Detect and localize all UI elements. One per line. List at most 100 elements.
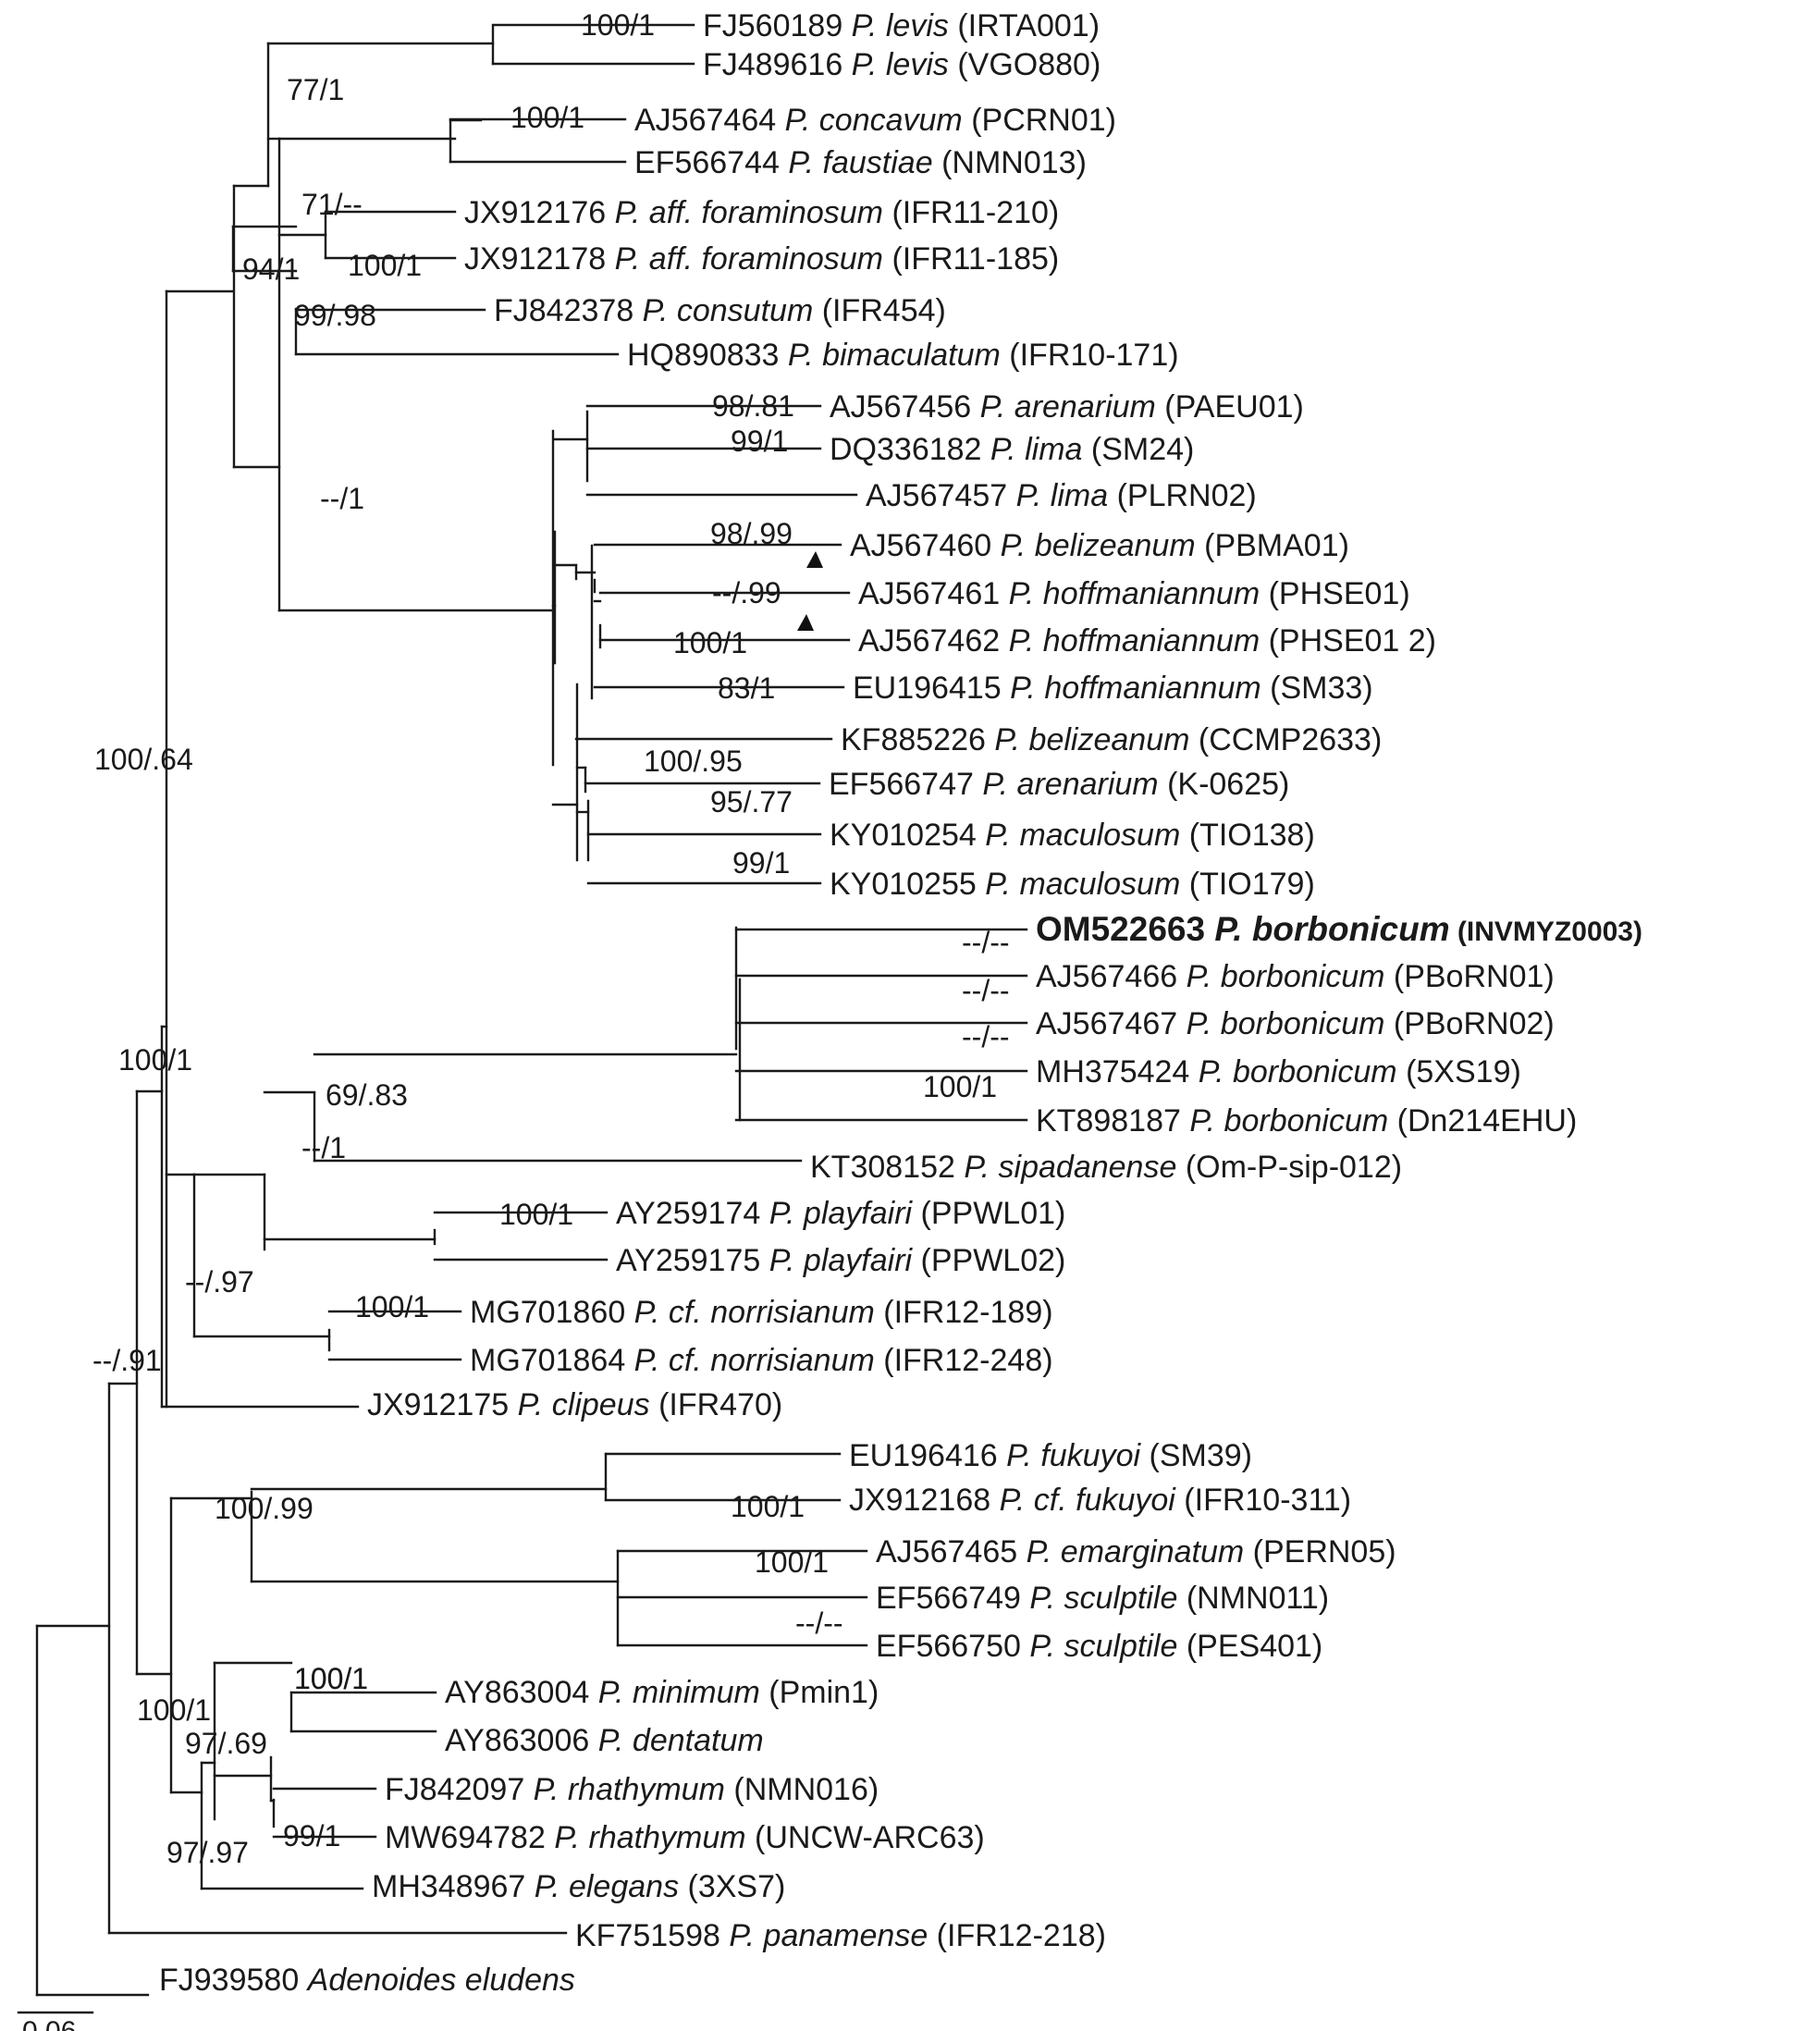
taxon-label: JX912178 P. aff. foraminosum (IFR11-185): [464, 241, 1059, 277]
taxon-accession: EF566749: [876, 1581, 1029, 1616]
tree-branches: [35, 23, 1028, 1997]
taxon-species: P. dentatum: [598, 1723, 764, 1758]
support-value: --/.91: [92, 1344, 162, 1377]
taxon-accession: AJ567466: [1036, 959, 1187, 994]
support-value: 71/--: [301, 188, 363, 221]
taxon-species: P. fukuyoi: [1006, 1438, 1141, 1473]
support-value: 100/1: [510, 101, 584, 134]
taxon-species: P. sipadanense: [964, 1150, 1176, 1185]
taxon-label: FJ939580 Adenoides eludens: [159, 1963, 575, 1998]
taxon-accession: AJ567467: [1036, 1006, 1187, 1041]
taxon-label: EU196415 P. hoffmaniannum (SM33): [853, 671, 1373, 706]
taxon-species: P. sculptile: [1029, 1581, 1177, 1616]
taxon-labels: FJ560189 P. levis (IRTA001)FJ489616 P. l…: [159, 8, 1642, 1998]
taxon-accession: FJ560189: [703, 8, 852, 43]
taxon-species: P. playfairi: [769, 1196, 914, 1231]
taxon-species: P. lima: [990, 432, 1083, 467]
taxon-label: KY010254 P. maculosum (TIO138): [830, 818, 1315, 853]
support-value: 100/1: [731, 1490, 805, 1523]
taxon-strain: (Om-P-sip-012): [1176, 1150, 1402, 1185]
taxon-label: DQ336182 P. lima (SM24): [830, 432, 1194, 467]
taxon-strain: (Pmin1): [760, 1675, 879, 1710]
taxon-strain: (NMN011): [1177, 1581, 1329, 1616]
taxon-species: P. concavum: [785, 103, 963, 138]
taxon-strain: (PBoRN01): [1384, 959, 1554, 994]
taxon-species: P. borbonicum: [1187, 959, 1385, 994]
taxon-label: MW694782 P. rhathymum (UNCW-ARC63): [385, 1820, 985, 1855]
support-value: --/--: [795, 1606, 843, 1640]
support-value: 99/1: [283, 1819, 340, 1853]
taxon-species: P. cf. fukuyoi: [1000, 1483, 1177, 1518]
taxon-label: AY863006 P. dentatum: [445, 1723, 764, 1758]
taxon-label: FJ489616 P. levis (VGO880): [703, 47, 1101, 82]
support-value: 97/.69: [185, 1727, 267, 1760]
taxon-strain: (PERN05): [1244, 1534, 1396, 1569]
taxon-species: P. belizeanum: [1001, 528, 1196, 563]
support-value: 98/.99: [710, 517, 793, 550]
support-value: 99/1: [731, 425, 788, 458]
taxon-species: P. hoffmaniannum: [1009, 576, 1260, 611]
taxon-accession: MH375424: [1036, 1054, 1199, 1089]
taxon-species: P. borbonicum: [1189, 1103, 1388, 1139]
taxon-label: EF566750 P. sculptile (PES401): [876, 1629, 1322, 1664]
taxon-strain: (IFR12-189): [875, 1295, 1053, 1330]
taxon-strain: (5XS19): [1397, 1054, 1521, 1089]
taxon-strain: (SM39): [1140, 1438, 1252, 1473]
taxon-species: P. maculosum: [985, 867, 1180, 902]
taxon-species: P. elegans: [535, 1869, 679, 1904]
taxon-label: HQ890833 P. bimaculatum (IFR10-171): [627, 338, 1179, 373]
taxon-species: P. bimaculatum: [788, 338, 1001, 373]
taxon-species: P. arenarium: [980, 389, 1156, 425]
support-value: 100/1: [137, 1693, 211, 1727]
taxon-accession: JX912178: [464, 241, 615, 277]
taxon-species: P. consutum: [643, 293, 814, 328]
triangle-marker-icon: [806, 551, 823, 568]
taxon-accession: KY010255: [830, 867, 985, 902]
taxon-species: P. rhathymum: [554, 1820, 745, 1855]
taxon-accession: AY259175: [616, 1243, 769, 1278]
taxon-accession: AJ567464: [634, 103, 785, 138]
scale-bar-label: 0.06: [22, 2016, 76, 2031]
taxon-species: P. cf. norrisianum: [634, 1295, 875, 1330]
support-value: 100/1: [581, 8, 655, 42]
taxon-species: P. aff. foraminosum: [615, 195, 883, 230]
taxon-strain: (Dn214EHU): [1388, 1103, 1577, 1139]
scale-bar: 0.06: [17, 2011, 94, 2031]
taxon-label: AJ567460 P. belizeanum (PBMA01): [850, 528, 1349, 563]
taxon-accession: KT308152: [810, 1150, 964, 1185]
taxon-strain: (PPWL01): [912, 1196, 1065, 1231]
taxon-accession: AJ567460: [850, 528, 1001, 563]
taxon-label: EF566744 P. faustiae (NMN013): [634, 145, 1087, 180]
taxon-accession: KF751598: [575, 1918, 729, 1953]
taxon-strain: (IFR12-248): [875, 1343, 1053, 1378]
taxon-label: MH375424 P. borbonicum (5XS19): [1036, 1054, 1521, 1089]
taxon-accession: MH348967: [372, 1869, 535, 1904]
taxon-accession: HQ890833: [627, 338, 788, 373]
taxon-accession: DQ336182: [830, 432, 990, 467]
taxon-label: AJ567466 P. borbonicum (PBoRN01): [1036, 959, 1555, 994]
taxon-accession: JX912168: [849, 1483, 1000, 1518]
support-value: 100/1: [673, 626, 747, 659]
taxon-strain: (IFR10-171): [1001, 338, 1179, 373]
taxon-label: AJ567461 P. hoffmaniannum (PHSE01): [858, 576, 1410, 611]
taxon-accession: FJ489616: [703, 47, 852, 82]
taxon-species: P. sculptile: [1029, 1629, 1177, 1664]
taxon-accession: JX912176: [464, 195, 615, 230]
support-value: 100/.64: [94, 743, 193, 776]
taxon-strain: (IFR11-210): [883, 195, 1059, 230]
taxon-species: P. emarginatum: [1027, 1534, 1245, 1569]
taxon-label: KF885226 P. belizeanum (CCMP2633): [841, 722, 1382, 757]
support-value: --/1: [320, 482, 364, 515]
taxon-strain: (PES401): [1177, 1629, 1322, 1664]
taxon-species: P. borbonicum: [1199, 1054, 1397, 1089]
support-value: 83/1: [718, 671, 775, 705]
taxon-label: AJ567465 P. emarginatum (PERN05): [876, 1534, 1396, 1569]
taxon-label: JX912168 P. cf. fukuyoi (IFR10-311): [849, 1483, 1351, 1518]
taxon-species: P. borbonicum: [1187, 1006, 1385, 1041]
support-value: --/.97: [185, 1265, 254, 1299]
taxon-species: P. hoffmaniannum: [1009, 623, 1260, 659]
taxon-strain: (PHSE01): [1260, 576, 1410, 611]
taxon-strain: (IRTA001): [949, 8, 1100, 43]
taxon-species: P. minimum: [598, 1675, 760, 1710]
